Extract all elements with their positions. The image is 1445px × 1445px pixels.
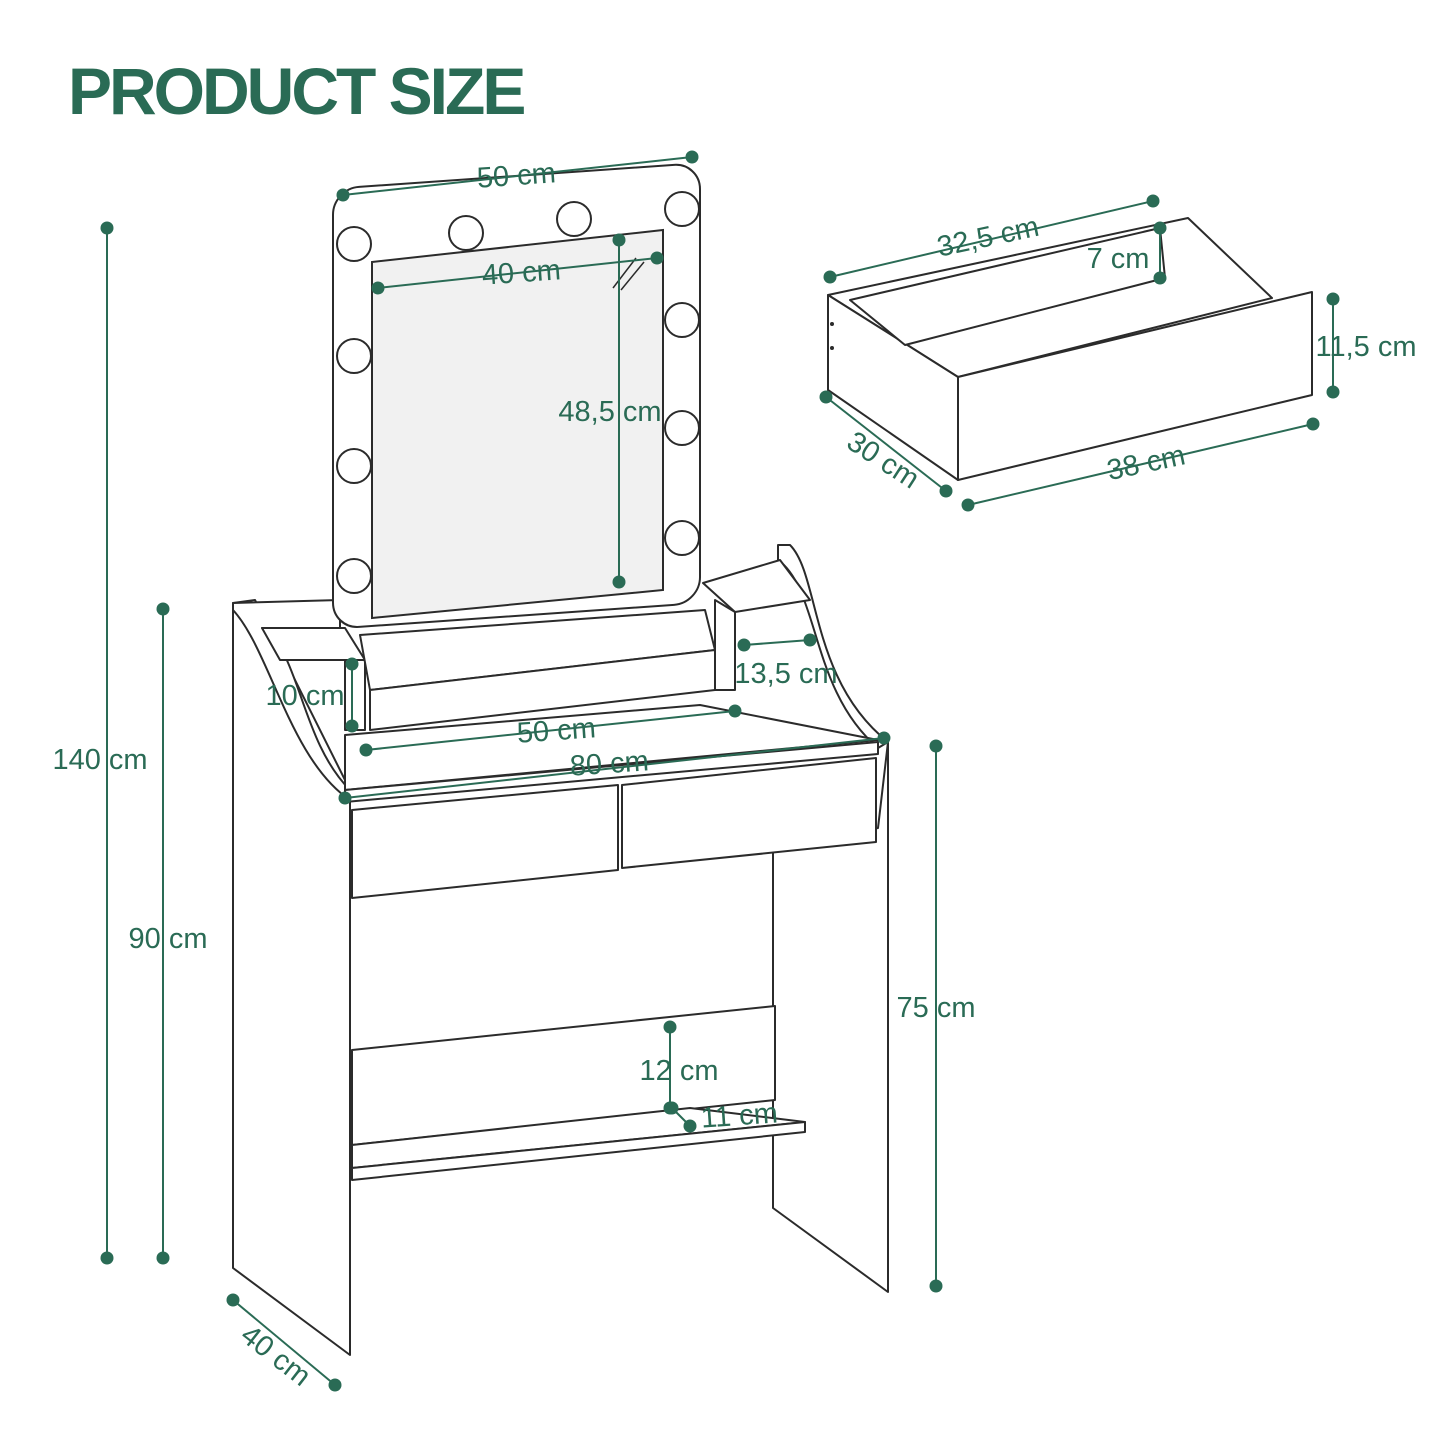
drawer-front — [957, 291, 1313, 481]
dimension-endpoint — [728, 704, 742, 718]
dim-table-width: 80 cm — [569, 745, 650, 782]
dimension-line — [823, 194, 1160, 284]
dimension-endpoint — [663, 1020, 677, 1034]
dimension-line — [359, 704, 742, 757]
dimension-line — [100, 221, 114, 1265]
mirror-base-step — [369, 649, 716, 731]
dimension-line — [371, 251, 664, 295]
dimension-endpoint — [612, 233, 626, 247]
right-curved-support — [777, 544, 889, 749]
mirror-glass — [371, 228, 664, 620]
dim-mirror-glass-width: 40 cm — [481, 254, 562, 291]
bulb-icon — [664, 410, 700, 446]
drawer-hole — [830, 322, 834, 326]
dimension-endpoint — [929, 739, 943, 753]
dim-table-height: 90 cm — [129, 923, 208, 955]
dimension-endpoint — [1153, 271, 1167, 285]
dimension-endpoint — [1306, 417, 1320, 431]
bulb-icon — [664, 520, 700, 556]
dimension-endpoint — [685, 150, 699, 164]
dimension-endpoint — [226, 1293, 240, 1307]
dimension-line — [338, 731, 891, 805]
bulb-icon — [336, 558, 372, 594]
right-small-shelf — [702, 559, 811, 613]
bulb-icon — [664, 302, 700, 338]
dimension-endpoint — [345, 719, 359, 733]
dimension-endpoint — [650, 251, 664, 265]
dimension-endpoint — [371, 281, 385, 295]
mirror-drawing — [332, 163, 701, 628]
dimension-endpoint — [359, 743, 373, 757]
dimension-line — [665, 1101, 697, 1133]
dimension-line — [1153, 221, 1167, 285]
dimension-endpoint — [156, 602, 170, 616]
dimension-endpoint — [345, 657, 359, 671]
dim-bottom-gap: 12 cm — [640, 1055, 719, 1087]
dimension-endpoint — [1153, 221, 1167, 235]
dimension-endpoint — [338, 791, 352, 805]
dimension-endpoint — [819, 390, 833, 404]
dimension-line — [612, 233, 626, 589]
dimension-line — [819, 390, 953, 498]
dim-mirror-glass-height: 48,5 cm — [558, 396, 661, 428]
dimension-endpoint — [336, 188, 350, 202]
dimension-endpoint — [877, 731, 891, 745]
dimension-line — [1326, 292, 1340, 399]
dim-drawer-height: 11,5 cm — [1315, 331, 1416, 363]
dim-mirror-width: 50 cm — [476, 157, 557, 194]
left-shelf-post — [344, 659, 366, 731]
dimension-endpoint — [612, 575, 626, 589]
dim-depth: 40 cm — [235, 1319, 317, 1393]
dimension-line — [156, 602, 170, 1265]
left-small-shelf — [261, 627, 366, 661]
dim-drawer-width: 38 cm — [1104, 439, 1188, 487]
bulb-icon — [336, 448, 372, 484]
dim-leg-height: 75 cm — [897, 992, 976, 1024]
dim-total-height: 140 cm — [52, 744, 147, 776]
dimension-endpoint — [665, 1101, 679, 1115]
drawer-right-front — [621, 757, 877, 869]
bulb-icon — [336, 226, 372, 262]
dimension-endpoint — [328, 1378, 342, 1392]
dim-side-shelf-depth: 13,5 cm — [734, 658, 837, 690]
dimension-line — [336, 150, 699, 202]
bulb-icon — [556, 201, 592, 237]
dimension-endpoint — [100, 1251, 114, 1265]
bulbs — [336, 191, 700, 594]
dimension-endpoint — [683, 1119, 697, 1133]
dimension-endpoint — [1146, 194, 1160, 208]
dimension-endpoint — [156, 1251, 170, 1265]
drawer-hole — [830, 346, 834, 350]
dimension-endpoint — [803, 633, 817, 647]
dim-inner-width: 50 cm — [516, 712, 597, 749]
dim-shelf-height: 10 cm — [266, 680, 345, 712]
dimension-endpoint — [961, 498, 975, 512]
dimension-endpoint — [100, 221, 114, 235]
dimension-endpoint — [929, 1279, 943, 1293]
dim-bottom-shelf-depth: 11 cm — [700, 1097, 779, 1134]
bulb-icon — [664, 191, 700, 227]
bottom-shelf-edge — [351, 1121, 806, 1181]
page-title: PRODUCT SIZE — [68, 54, 526, 128]
dimension-endpoint — [1326, 292, 1340, 306]
dimension-line — [929, 739, 943, 1293]
dimension-endpoint — [939, 484, 953, 498]
dimension-line — [961, 417, 1320, 512]
dim-drawer-inner-height: 7 cm — [1087, 243, 1150, 275]
dimension-endpoint — [1326, 385, 1340, 399]
dimension-lines — [100, 150, 1340, 1392]
bulb-icon — [448, 215, 484, 251]
dimension-line — [226, 1293, 342, 1392]
dimension-endpoint — [823, 270, 837, 284]
dimension-line — [737, 633, 817, 652]
dimension-endpoint — [737, 638, 751, 652]
right-shelf-post — [714, 599, 736, 691]
drawer-left-front — [351, 784, 619, 899]
mirror-glare — [612, 257, 645, 291]
dimension-line — [345, 657, 359, 733]
bulb-icon — [336, 338, 372, 374]
